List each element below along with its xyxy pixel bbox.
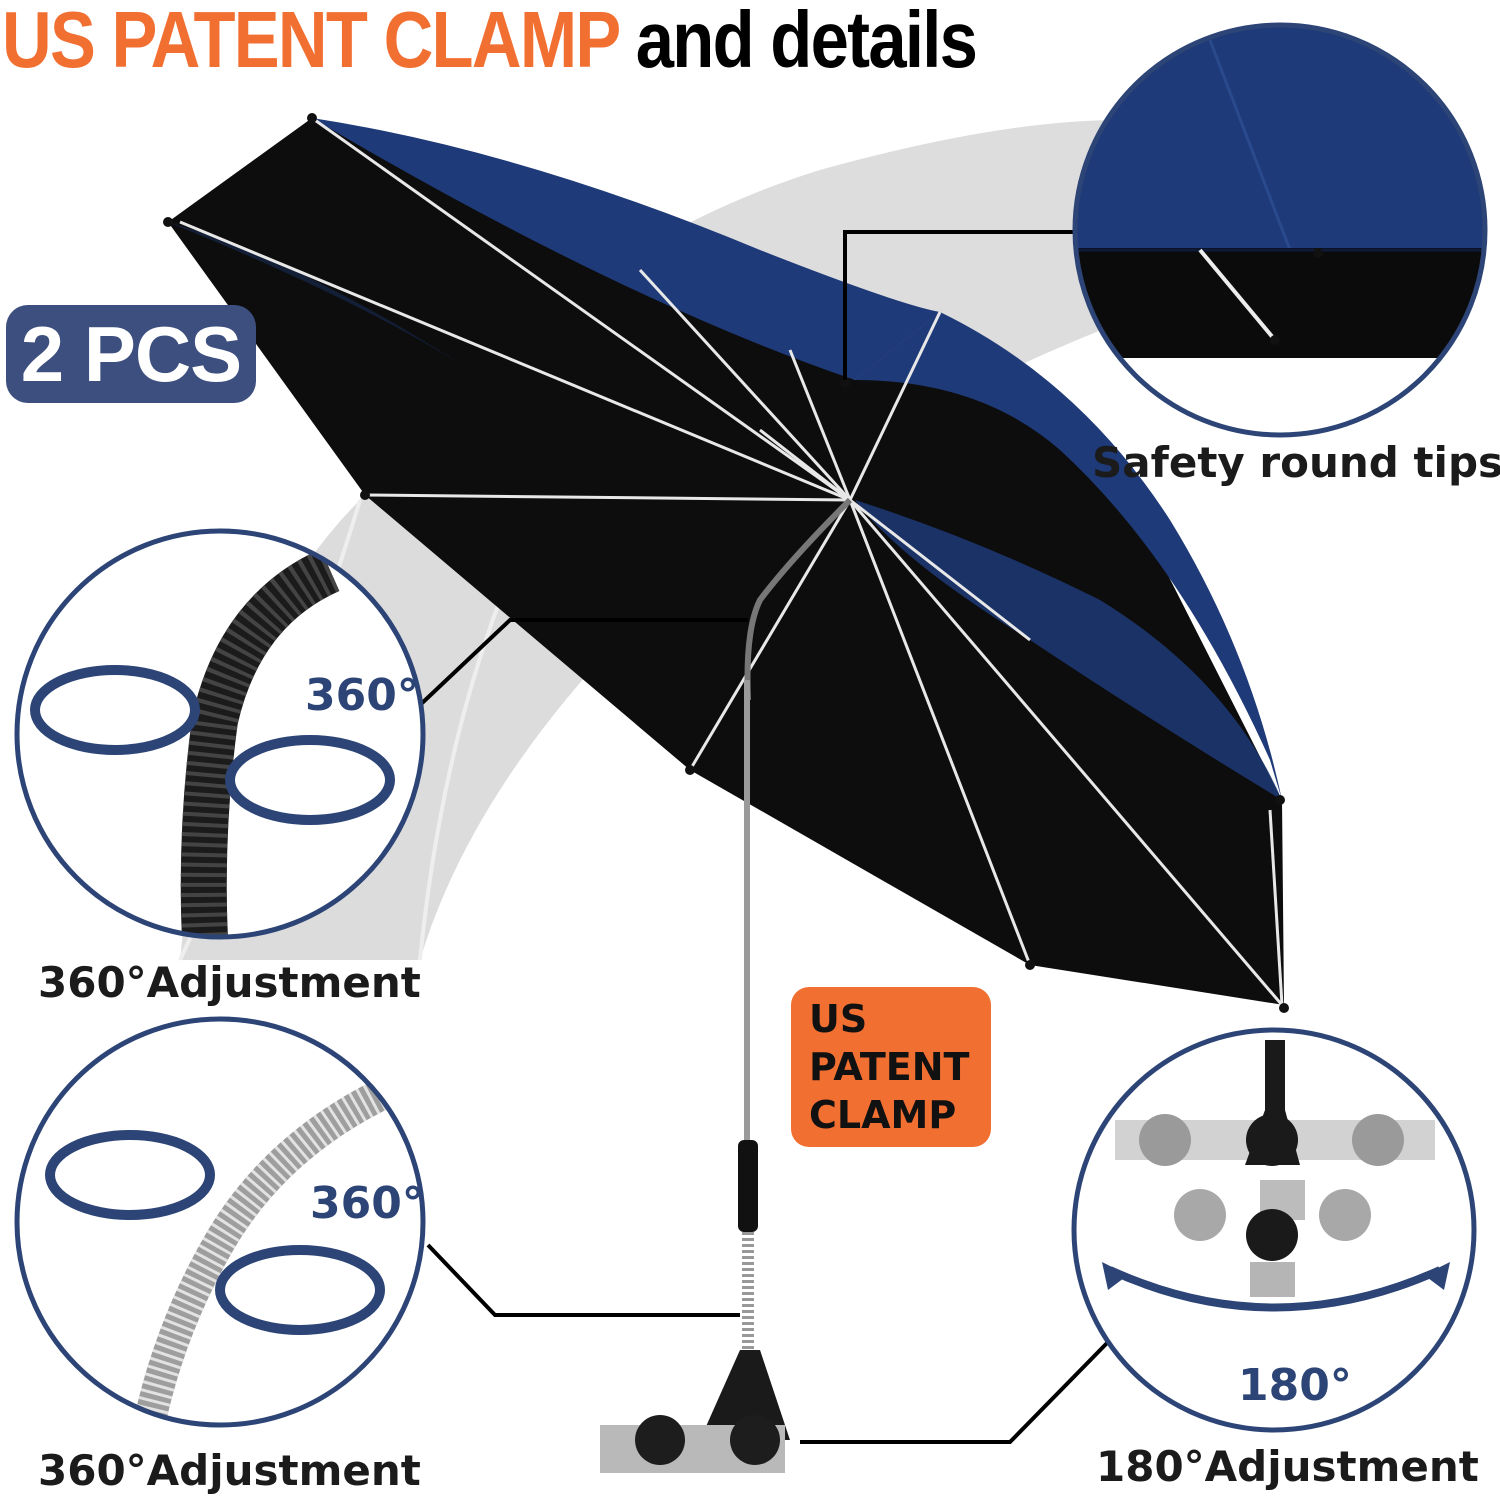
joint-upper-degree: 360° xyxy=(305,670,419,721)
title-highlight: US PATENT CLAMP xyxy=(2,0,620,84)
page-title: US PATENT CLAMP and details xyxy=(2,0,978,86)
patent-clamp-box: US PATENT CLAMP xyxy=(791,987,991,1147)
umbrella-shaft xyxy=(600,497,853,1473)
leader-lines xyxy=(418,230,1112,1444)
patent-line-2: PATENT xyxy=(809,1045,970,1089)
joint-lower-label: 360°Adjustment xyxy=(38,1446,421,1495)
clamp-label: 180°Adjustment xyxy=(1096,1442,1479,1491)
patent-line-1: US xyxy=(809,997,868,1041)
joint-lower-callout-image xyxy=(14,1016,426,1428)
clamp-callout-image xyxy=(1071,1027,1477,1433)
tips-callout-image xyxy=(1072,22,1488,438)
patent-line-3: CLAMP xyxy=(809,1093,957,1137)
tips-label: Safety round tips xyxy=(1092,438,1500,487)
joint-lower-degree: 360° xyxy=(310,1178,424,1229)
joint-upper-label: 360°Adjustment xyxy=(38,958,421,1007)
title-rest: and details xyxy=(635,0,978,84)
quantity-badge: 2 PCS xyxy=(6,305,256,403)
joint-upper-callout-image xyxy=(14,528,426,940)
umbrella-canopy xyxy=(163,113,1289,1013)
clamp-degree: 180° xyxy=(1238,1360,1352,1411)
